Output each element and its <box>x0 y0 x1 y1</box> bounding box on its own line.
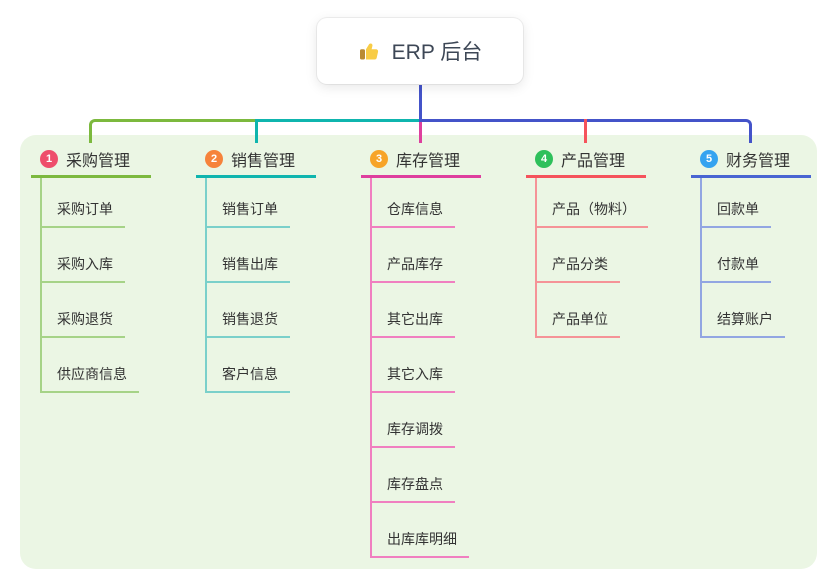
branch-node[interactable]: 2 销售管理 <box>196 145 316 178</box>
branch-node-label: 产品管理 <box>561 153 626 170</box>
child-row: 库存盘点 <box>370 448 481 503</box>
child-row: 其它入库 <box>370 338 481 393</box>
child-node[interactable]: 销售订单 <box>207 199 290 228</box>
child-node[interactable]: 仓库信息 <box>372 199 455 228</box>
branch-column-2: 2 销售管理 销售订单 销售出库 销售退货 客户信息 <box>196 145 316 393</box>
bus-segment-branch2 <box>255 119 419 143</box>
child-row: 付款单 <box>700 228 811 283</box>
child-node[interactable]: 回款单 <box>702 199 771 228</box>
root-node[interactable]: ERP 后台 <box>317 18 523 84</box>
child-node[interactable]: 其它入库 <box>372 364 455 393</box>
child-row: 出库库明细 <box>370 503 481 558</box>
branch-children: 产品（物料） 产品分类 产品单位 <box>535 178 648 338</box>
branch-number-badge: 4 <box>535 150 553 168</box>
child-node[interactable]: 销售退货 <box>207 309 290 338</box>
branch-column-5: 5 财务管理 回款单 付款单 结算账户 <box>691 145 811 338</box>
child-row: 回款单 <box>700 178 811 228</box>
drop-line-branch3 <box>419 122 422 143</box>
branch-node-label: 库存管理 <box>396 153 461 170</box>
child-row: 产品（物料） <box>535 178 648 228</box>
child-row: 产品单位 <box>535 283 648 338</box>
child-node[interactable]: 付款单 <box>702 254 771 283</box>
child-row: 客户信息 <box>205 338 316 393</box>
branch-children: 销售订单 销售出库 销售退货 客户信息 <box>205 178 316 393</box>
branch-node-label: 财务管理 <box>726 153 791 170</box>
child-node[interactable]: 库存盘点 <box>372 474 455 503</box>
child-row: 销售订单 <box>205 178 316 228</box>
child-node[interactable]: 产品库存 <box>372 254 455 283</box>
child-row: 采购订单 <box>40 178 151 228</box>
branch-node[interactable]: 5 财务管理 <box>691 145 811 178</box>
branch-node[interactable]: 4 产品管理 <box>526 145 646 178</box>
thumbs-up-icon <box>358 39 382 63</box>
child-node[interactable]: 销售出库 <box>207 254 290 283</box>
child-row: 其它出库 <box>370 283 481 338</box>
child-row: 销售出库 <box>205 228 316 283</box>
mindmap-board <box>20 135 817 569</box>
child-node[interactable]: 出库库明细 <box>372 529 469 558</box>
branch-column-4: 4 产品管理 产品（物料） 产品分类 产品单位 <box>526 145 648 338</box>
child-node[interactable]: 采购退货 <box>42 309 125 338</box>
root-node-label: ERP 后台 <box>391 41 483 64</box>
child-node[interactable]: 结算账户 <box>702 309 785 338</box>
child-row: 采购入库 <box>40 228 151 283</box>
drop-line-branch4 <box>584 119 587 143</box>
root-connector-line <box>419 84 422 119</box>
child-node[interactable]: 客户信息 <box>207 364 290 393</box>
child-row: 销售退货 <box>205 283 316 338</box>
child-node[interactable]: 采购入库 <box>42 254 125 283</box>
branch-column-1: 1 采购管理 采购订单 采购入库 采购退货 供应商信息 <box>31 145 151 393</box>
child-node[interactable]: 产品（物料） <box>537 199 648 228</box>
branch-node[interactable]: 3 库存管理 <box>361 145 481 178</box>
branch-number-badge: 5 <box>700 150 718 168</box>
branch-number-badge: 3 <box>370 150 388 168</box>
branch-number-badge: 2 <box>205 150 223 168</box>
child-node[interactable]: 供应商信息 <box>42 364 139 393</box>
child-node[interactable]: 产品分类 <box>537 254 620 283</box>
child-node[interactable]: 其它出库 <box>372 309 455 338</box>
child-row: 采购退货 <box>40 283 151 338</box>
bus-segment-branch1 <box>89 119 255 143</box>
branch-column-3: 3 库存管理 仓库信息 产品库存 其它出库 其它入库 库存调拨 库存盘点 出库库… <box>361 145 481 558</box>
child-node[interactable]: 产品单位 <box>537 309 620 338</box>
branch-children: 回款单 付款单 结算账户 <box>700 178 811 338</box>
child-row: 仓库信息 <box>370 178 481 228</box>
branch-number-badge: 1 <box>40 150 58 168</box>
branch-node-label: 采购管理 <box>66 153 131 170</box>
child-node[interactable]: 库存调拨 <box>372 419 455 448</box>
branch-node[interactable]: 1 采购管理 <box>31 145 151 178</box>
child-row: 结算账户 <box>700 283 811 338</box>
child-row: 产品库存 <box>370 228 481 283</box>
child-node[interactable]: 采购订单 <box>42 199 125 228</box>
branch-node-label: 销售管理 <box>231 153 296 170</box>
child-row: 供应商信息 <box>40 338 151 393</box>
branch-children: 采购订单 采购入库 采购退货 供应商信息 <box>40 178 151 393</box>
branch-children: 仓库信息 产品库存 其它出库 其它入库 库存调拨 库存盘点 出库库明细 <box>370 178 481 558</box>
child-row: 库存调拨 <box>370 393 481 448</box>
child-row: 产品分类 <box>535 228 648 283</box>
